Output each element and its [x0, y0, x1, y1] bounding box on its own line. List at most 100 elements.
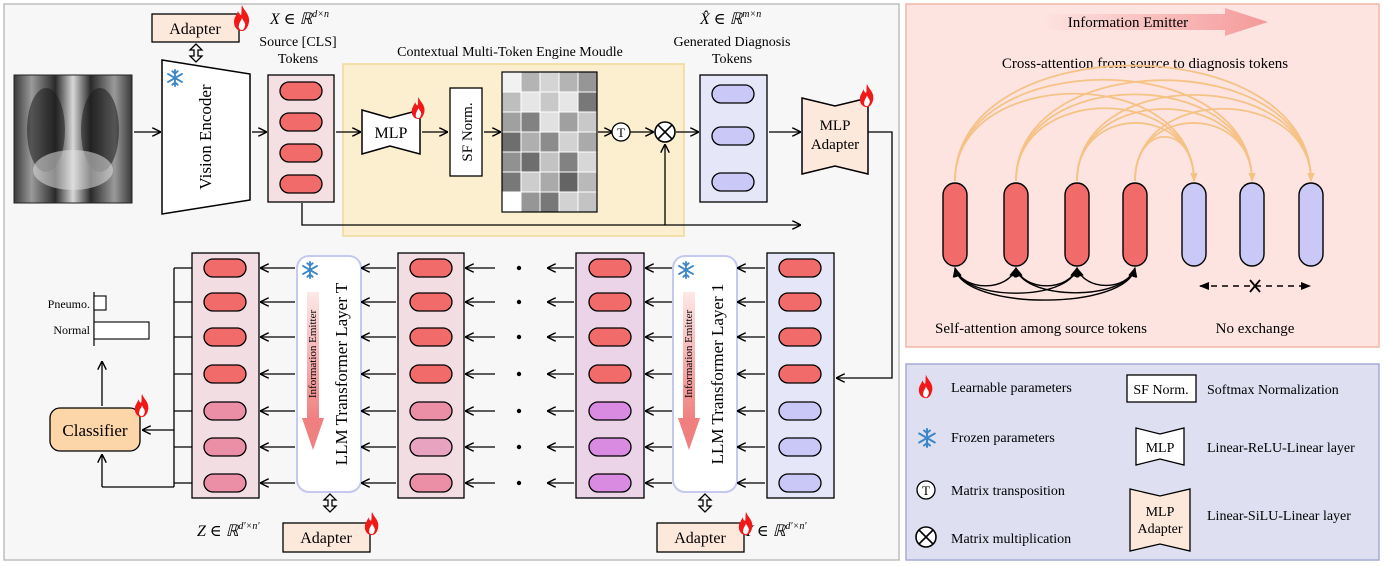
legend-mlp-box-label: MLP	[1146, 441, 1175, 456]
diagnosis-token	[711, 84, 755, 104]
cross-attention-arc	[1015, 79, 1315, 182]
pre-t-token	[409, 292, 453, 312]
diagnosis-token-list	[711, 84, 755, 192]
z-math: Z ∈ ℝd′×n′	[197, 521, 260, 540]
heatmap-cell	[558, 71, 579, 93]
heatmap-cell	[558, 191, 579, 213]
info-emitter-label-1: Information Emitter	[683, 310, 695, 399]
heatmap-cell	[501, 151, 522, 173]
info-emitter-arrow-1	[683, 292, 695, 420]
heatmap-cell	[520, 151, 541, 173]
source-token	[279, 143, 323, 163]
engine-module-title: Contextual Multi-Token Engine Moudle	[397, 45, 623, 60]
self-attention-arc	[952, 267, 1138, 301]
z-token	[203, 473, 247, 493]
legend-multiplication: Matrix multiplication	[951, 532, 1071, 547]
transpose-op-icon	[916, 480, 936, 500]
cross-attention-label: Cross-attention from source to diagnosis…	[1002, 56, 1288, 72]
attention-heatmap	[501, 71, 598, 213]
pre-t-token	[409, 258, 453, 278]
chest-xray-image	[13, 74, 133, 204]
z-token	[203, 401, 247, 421]
heatmap-cell	[577, 111, 598, 133]
classifier-label: Classifier	[62, 421, 127, 440]
cross-attention-arc	[954, 64, 1315, 182]
heatmap-cell	[577, 151, 598, 173]
heatmap-cell	[520, 111, 541, 133]
heatmap-cell	[539, 111, 560, 133]
emitter-title-arrow	[1040, 8, 1268, 36]
mlp-adapter-label1: MLP	[820, 118, 851, 134]
pre-t-token	[409, 473, 453, 493]
z-pooling-bracket	[102, 267, 192, 488]
source-token	[279, 81, 323, 101]
generated-math: X̂ ∈ ℝm×n	[699, 9, 761, 28]
llm-layer-1-label: LLM Transformer Layer 1	[708, 284, 727, 465]
source-token-list	[279, 81, 323, 194]
emitter-diagnosis-token	[1239, 182, 1265, 267]
intermediate-token	[588, 364, 632, 384]
y-token	[778, 327, 822, 347]
adapter-bottom-left	[282, 522, 371, 553]
cross-attention-arcs	[954, 64, 1315, 182]
heatmap-cell	[577, 131, 598, 153]
mlp-adapter-label2: Adapter	[811, 137, 859, 153]
cross-attention-arc	[1134, 107, 1315, 182]
cross-attention-arc	[1015, 93, 1256, 182]
adapter-bottom-right	[656, 522, 745, 553]
no-exchange-label: No exchange	[1216, 321, 1295, 337]
info-emitter-arrow-t	[307, 292, 319, 420]
z-token	[203, 437, 247, 457]
heatmap-cell	[520, 191, 541, 213]
legend-transpose-symbol: T	[922, 483, 930, 498]
legend-sf-norm-box-label: SF Norm.	[1133, 383, 1188, 398]
heatmap-cell	[539, 91, 560, 113]
self-attention-label: Self-attention among source tokens	[935, 321, 1147, 337]
y-token	[778, 401, 822, 421]
heatmap-cell	[539, 71, 560, 93]
generated-label-line1: Generated Diagnosis	[673, 35, 790, 50]
source-token	[279, 112, 323, 132]
y-token	[778, 473, 822, 493]
emitter-source-token	[1122, 182, 1148, 267]
emitter-diagnosis-token	[1298, 182, 1324, 267]
cross-attention-arc	[1076, 93, 1315, 182]
transpose-op-label: T	[617, 125, 625, 140]
intermediate-token	[588, 437, 632, 457]
heatmap-cell	[577, 91, 598, 113]
self-attention-arc	[1076, 267, 1136, 287]
ellipsis-dot	[516, 408, 522, 414]
diagnosis-token	[711, 126, 755, 146]
heatmap-cell	[539, 151, 560, 173]
legend-mlp-adapter-box-l2: Adapter	[1137, 522, 1182, 537]
ellipsis-dot	[516, 299, 522, 305]
self-attention-arcs	[952, 267, 1138, 301]
adapter-bottom-left-label: Adapter	[300, 530, 352, 547]
info-emitter-label-t: Information Emitter	[307, 310, 319, 399]
matmul-op-icon	[915, 526, 937, 548]
intermediate-token	[588, 327, 632, 347]
pre-t-token	[409, 437, 453, 457]
intermediate-token	[588, 258, 632, 278]
heatmap-cell	[520, 71, 541, 93]
bidirectional-arrow-icon	[322, 493, 338, 513]
classifier-block	[49, 407, 141, 452]
source-label-line1: Source [CLS]	[259, 35, 336, 50]
prediction-bars	[93, 292, 150, 346]
z-token	[203, 327, 247, 347]
ellipsis-dot	[516, 265, 522, 271]
intermediate-token	[588, 292, 632, 312]
legend-learnable: Learnable parameters	[951, 381, 1072, 396]
y-token	[778, 364, 822, 384]
bidirectional-arrow-icon	[697, 493, 713, 513]
heatmap-cell	[501, 71, 522, 93]
cross-attention-arc	[954, 78, 1256, 182]
ellipsis-dot	[516, 371, 522, 377]
heatmap-cell	[539, 191, 560, 213]
source-math: X ∈ ℝd×n	[269, 9, 329, 28]
z-token-list	[203, 258, 247, 493]
ellipsis-dot	[516, 334, 522, 340]
mlp-adapter-block	[801, 97, 869, 175]
mlp-label: MLP	[375, 125, 408, 142]
heatmap-frame	[501, 71, 598, 213]
